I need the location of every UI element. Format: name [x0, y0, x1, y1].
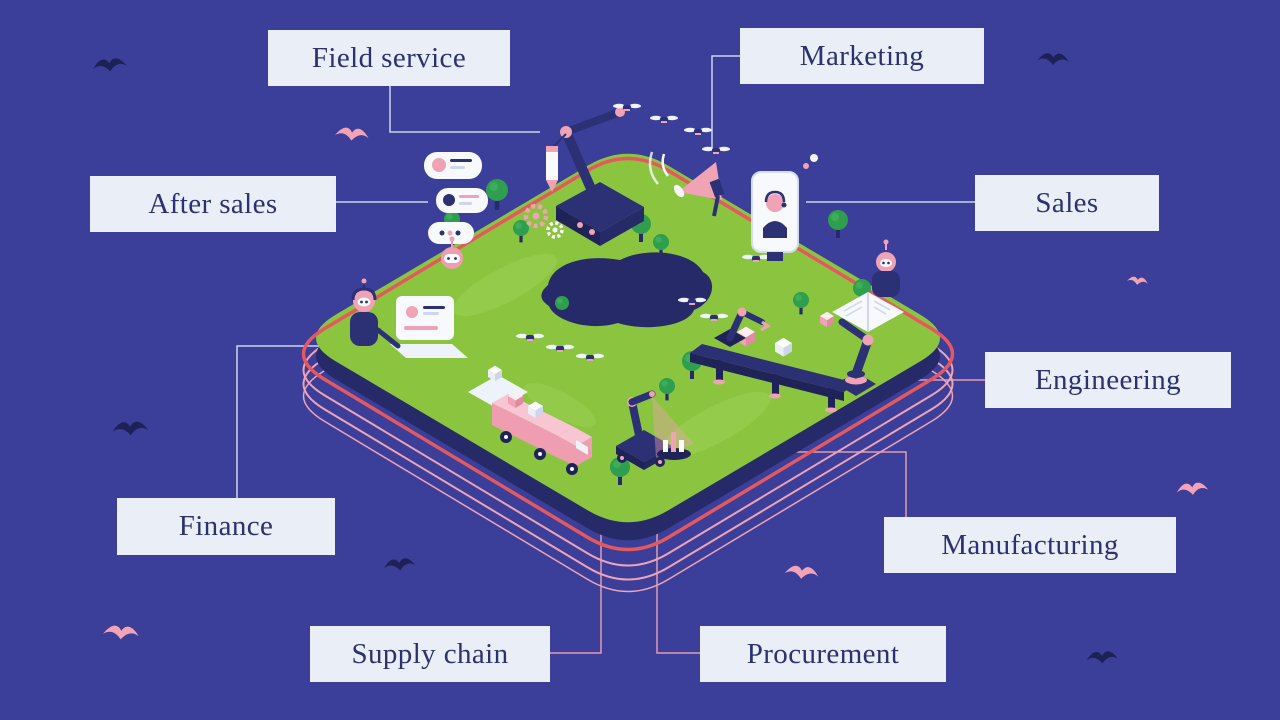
robot-arm-large: [820, 311, 876, 396]
label-procurement: Procurement: [700, 626, 946, 682]
grass-patch: [659, 391, 771, 459]
picking-robot-illustration: [616, 390, 694, 470]
bird-icon: [1037, 52, 1070, 66]
tree: [486, 179, 508, 210]
tree: [828, 210, 848, 238]
grass-patch: [524, 382, 596, 428]
grass-patch: [453, 253, 557, 317]
connector-finance: [236, 345, 356, 498]
bird-icon: [1086, 650, 1119, 665]
connector-manufacturing: [778, 451, 907, 517]
reading-robot-illustration: [832, 239, 904, 332]
bird-icon: [1176, 481, 1209, 497]
megaphone-icon: [648, 151, 725, 217]
label-marketing: Marketing: [740, 28, 984, 84]
drone-icon: [650, 115, 678, 123]
island-red-outline: [302, 156, 954, 552]
label-after-sales: After sales: [90, 176, 336, 232]
sales-agent-illustration: [751, 154, 818, 261]
label-sales: Sales: [975, 175, 1159, 231]
drone-icon: [684, 127, 712, 135]
conveyor-belt-illustration: [690, 307, 876, 413]
bird-icon: [334, 126, 370, 143]
robot-arm-small: [714, 307, 771, 347]
robot-crane-illustration: [523, 107, 644, 246]
bird-icon: [1126, 275, 1149, 287]
finance-robot-illustration: [350, 278, 468, 358]
pond: [541, 252, 713, 328]
bird-icon: [784, 564, 820, 581]
drone-icon: [702, 146, 730, 154]
label-supply-chain: Supply chain: [310, 626, 550, 682]
label-engineering: Engineering: [985, 352, 1231, 408]
bird-icon: [92, 57, 128, 74]
support-robot-head: [441, 236, 463, 269]
label-field-service: Field service: [268, 30, 510, 86]
bird-icon: [112, 421, 149, 437]
label-finance: Finance: [117, 498, 335, 555]
connector-marketing: [711, 55, 740, 150]
label-manufacturing: Manufacturing: [884, 517, 1176, 573]
connector-field-service: [389, 86, 540, 133]
bird-icon: [383, 557, 416, 573]
bird-icon: [102, 624, 140, 641]
chat-bubbles-illustration: [424, 152, 488, 269]
gear-icon: [523, 203, 564, 239]
delivery-truck-illustration: [468, 365, 592, 475]
